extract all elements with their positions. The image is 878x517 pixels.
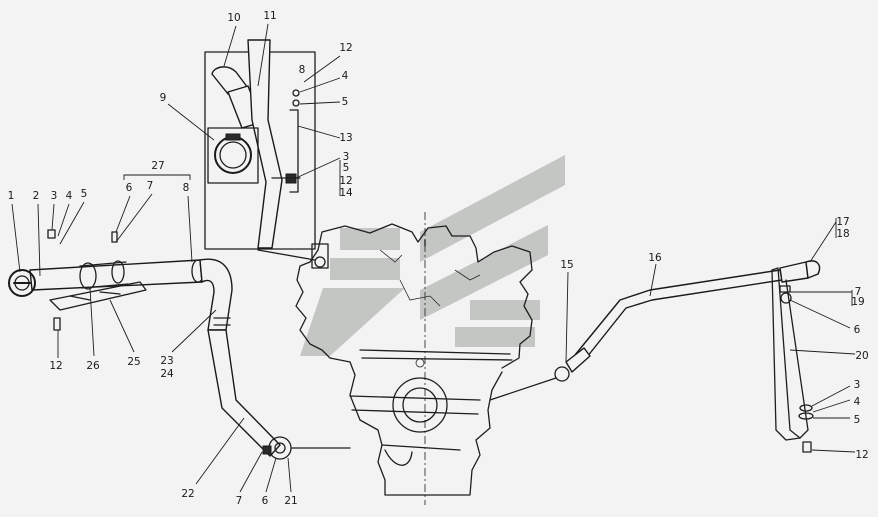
- callout-label-c24: 24: [160, 368, 174, 380]
- callout-label-c23: 23: [160, 355, 173, 367]
- callout-label-c25: 25: [127, 356, 140, 368]
- callout-label-c1: 1: [8, 190, 15, 202]
- left-pipe-assembly: [8, 229, 351, 460]
- callout-label-c26: 26: [86, 360, 100, 372]
- callout-label-c5d: 5: [854, 414, 861, 426]
- callout-label-c7c: 7: [855, 286, 862, 298]
- callout-label-c20: 20: [855, 350, 868, 362]
- callout-label-c12b: 12: [339, 175, 352, 187]
- callout-label-c6a: 6: [126, 182, 133, 194]
- callout-label-c6c: 6: [854, 324, 861, 336]
- right-pipe-assembly: [489, 260, 821, 453]
- leader-lines: [11, 23, 856, 493]
- callout-label-c7b: 7: [236, 495, 243, 507]
- callout-label-c21: 21: [284, 495, 297, 507]
- callout-label-c13: 13: [339, 132, 352, 144]
- callout-label-c18: 18: [836, 228, 849, 240]
- callout-label-c19: 19: [851, 296, 864, 308]
- callout-label-c3c: 3: [854, 379, 861, 391]
- callout-label-c8b: 8: [183, 182, 190, 194]
- callout-label-c4c: 4: [854, 396, 861, 408]
- callout-label-c12a: 12: [339, 42, 352, 54]
- callout-label-c4a: 4: [342, 70, 349, 82]
- callout-label-c14: 14: [339, 187, 353, 199]
- callout-label-c10: 10: [227, 12, 240, 24]
- callout-label-c16: 16: [648, 252, 662, 264]
- breather-box-assembly: [204, 39, 316, 250]
- callout-label-c5a: 5: [342, 96, 349, 108]
- callout-label-c12c: 12: [49, 360, 62, 372]
- callout-label-c6b: 6: [262, 495, 269, 507]
- callout-label-c3b: 3: [51, 190, 58, 202]
- callout-label-c8a: 8: [299, 64, 306, 76]
- callout-label-c9: 9: [160, 92, 167, 104]
- callout-label-c7a: 7: [147, 180, 154, 192]
- box-to-engine-link: [257, 243, 329, 269]
- callout-label-c2: 2: [33, 190, 40, 202]
- callout-label-c15: 15: [560, 259, 573, 271]
- callout-label-c11: 11: [263, 10, 276, 22]
- callout-label-c27: 27: [151, 160, 164, 172]
- callout-label-c22: 22: [181, 488, 194, 500]
- callout-label-c17: 17: [836, 216, 849, 228]
- engine-block: [295, 212, 533, 505]
- callout-label-c5b: 5: [343, 162, 350, 174]
- callout-label-c5c: 5: [81, 188, 88, 200]
- watermark-logo: [300, 155, 565, 356]
- callout-label-c12d: 12: [855, 449, 868, 461]
- callout-label-c4b: 4: [66, 190, 73, 202]
- callout-label-c3a: 3: [343, 151, 350, 163]
